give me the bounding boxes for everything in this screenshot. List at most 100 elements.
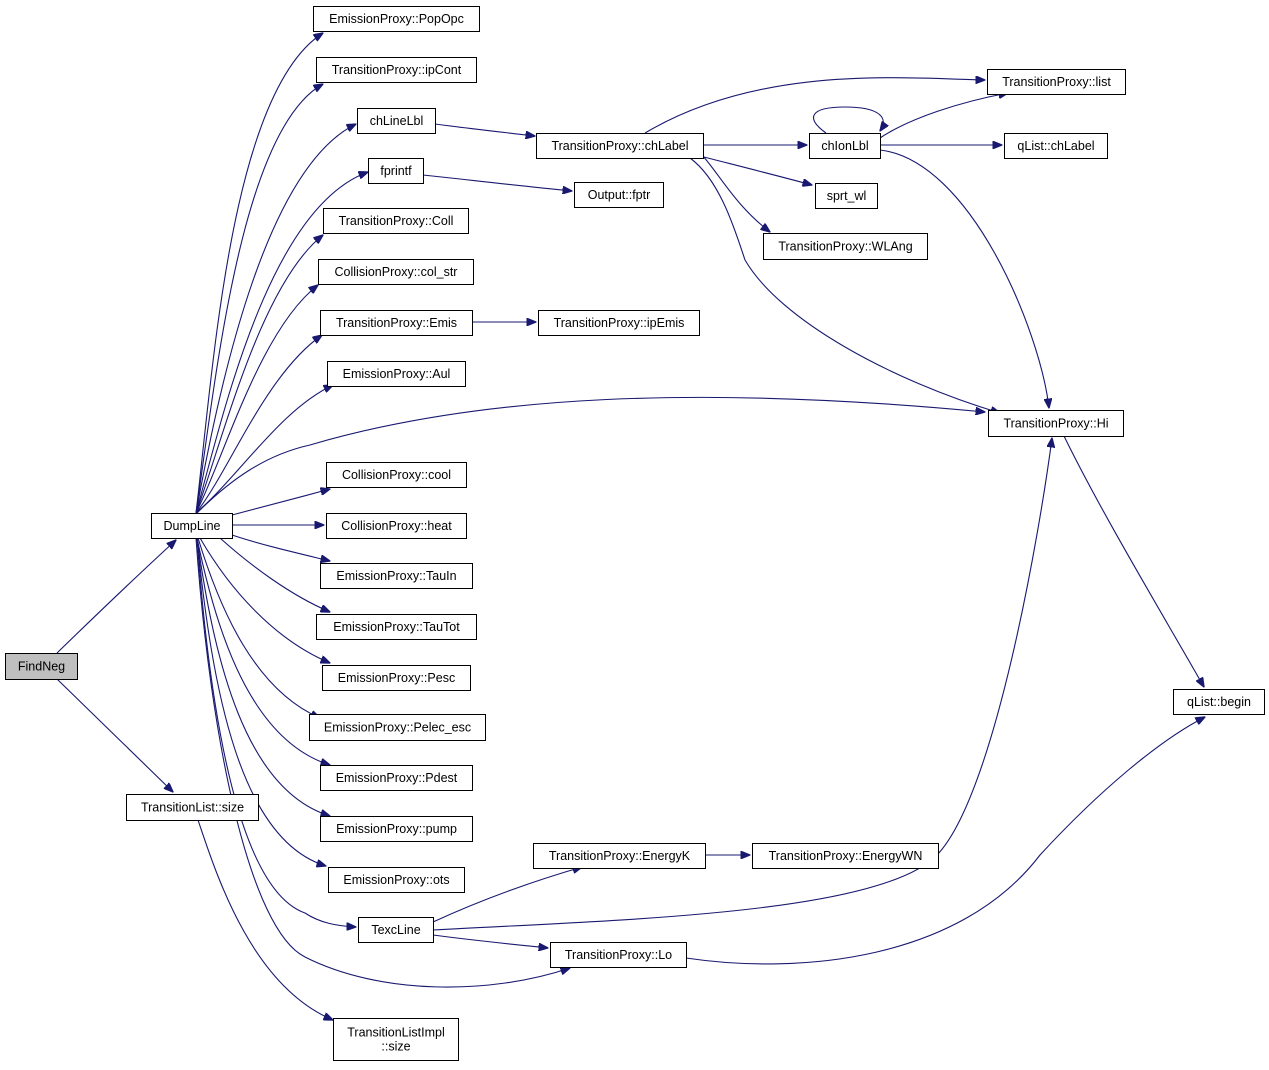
node-box[interactable] (752, 843, 939, 869)
node-TransitionList_size[interactable]: TransitionList::size (126, 794, 259, 821)
node-TransitionProxy_Coll[interactable]: TransitionProxy::Coll (323, 208, 469, 234)
node-CollisionProxy_heat[interactable]: CollisionProxy::heat (326, 513, 467, 539)
node-label: EmissionProxy::pump (336, 822, 457, 836)
node-box[interactable] (151, 513, 233, 539)
node-TransitionProxy_Hi[interactable]: TransitionProxy::Hi (988, 410, 1124, 437)
node-DumpLine[interactable]: DumpLine (151, 513, 233, 539)
node-TransitionProxy_ipCont[interactable]: TransitionProxy::ipCont (316, 57, 477, 83)
node-EmissionProxy_Aul[interactable]: EmissionProxy::Aul (327, 361, 466, 387)
node-box[interactable] (316, 614, 477, 640)
node-label: TransitionListImpl (347, 1026, 445, 1040)
node-box[interactable] (550, 942, 687, 968)
node-box[interactable] (1004, 133, 1108, 159)
node-chIonLbl[interactable]: chIonLbl (809, 133, 881, 159)
node-label: TransitionProxy::Coll (339, 214, 454, 228)
edge-fprintf-to-Output_fptr (422, 174, 572, 191)
node-EmissionProxy_Pelec_esc[interactable]: EmissionProxy::Pelec_esc (309, 714, 486, 741)
node-TransitionProxy_Emis[interactable]: TransitionProxy::Emis (320, 310, 473, 336)
node-TransitionProxy_EnergyK[interactable]: TransitionProxy::EnergyK (533, 843, 706, 869)
node-sprt_wl[interactable]: sprt_wl (815, 183, 878, 209)
node-label: TransitionProxy::Lo (565, 948, 672, 962)
edge-DumpLine-to-TransitionProxy_Lo (195, 537, 570, 988)
edge-DumpLine-to-TransitionProxy_Emis (195, 335, 322, 514)
node-label: ::size (381, 1040, 410, 1054)
node-box[interactable] (815, 183, 878, 209)
node-EmissionProxy_Pesc[interactable]: EmissionProxy::Pesc (322, 665, 471, 691)
node-box[interactable] (333, 1018, 459, 1061)
edge-TransitionProxy_chLabel-to-TransitionProxy_list (644, 78, 985, 134)
node-box[interactable] (357, 108, 436, 134)
node-box[interactable] (320, 563, 473, 589)
node-box[interactable] (988, 410, 1124, 437)
node-TransitionProxy_EnergyWN[interactable]: TransitionProxy::EnergyWN (752, 843, 939, 869)
node-box[interactable] (368, 158, 424, 184)
node-TransitionProxy_ipEmis[interactable]: TransitionProxy::ipEmis (538, 310, 700, 336)
node-box[interactable] (987, 69, 1126, 95)
node-EmissionProxy_Pdest[interactable]: EmissionProxy::Pdest (320, 765, 473, 791)
node-chLineLbl[interactable]: chLineLbl (357, 108, 436, 134)
node-qList_begin[interactable]: qList::begin (1173, 689, 1265, 715)
node-box[interactable] (358, 917, 434, 943)
node-EmissionProxy_PopOpc[interactable]: EmissionProxy::PopOpc (313, 6, 480, 32)
node-label: TransitionProxy::EnergyWN (769, 849, 923, 863)
node-CollisionProxy_cool[interactable]: CollisionProxy::cool (326, 462, 467, 488)
node-box[interactable] (316, 57, 477, 83)
edges-layer (56, 33, 1205, 1020)
node-box[interactable] (533, 843, 706, 869)
edge-TransitionProxy_chLabel-to-TransitionProxy_Hi (689, 157, 1000, 413)
node-label: EmissionProxy::PopOpc (329, 12, 464, 26)
node-box[interactable] (313, 6, 480, 32)
node-EmissionProxy_pump[interactable]: EmissionProxy::pump (320, 816, 473, 842)
node-label: DumpLine (164, 519, 221, 533)
node-EmissionProxy_TauTot[interactable]: EmissionProxy::TauTot (316, 614, 477, 640)
node-FindNeg[interactable]: FindNeg (5, 653, 78, 680)
node-EmissionProxy_ots[interactable]: EmissionProxy::ots (328, 867, 465, 893)
node-box[interactable] (1173, 689, 1265, 715)
node-label: CollisionProxy::cool (342, 468, 451, 482)
node-label: EmissionProxy::Pesc (338, 671, 455, 685)
node-box[interactable] (323, 208, 469, 234)
node-qList_chLabel[interactable]: qList::chLabel (1004, 133, 1108, 159)
edge-DumpLine-to-CollisionProxy_col_str (195, 285, 318, 514)
node-label: TransitionProxy::ipCont (332, 63, 462, 77)
node-box[interactable] (320, 765, 473, 791)
edge-TransitionProxy_chLabel-to-sprt_wl (699, 155, 812, 185)
node-box[interactable] (326, 513, 467, 539)
edge-FindNeg-to-TransitionList_size (56, 678, 173, 792)
node-box[interactable] (309, 714, 486, 741)
node-Output_fptr[interactable]: Output::fptr (574, 182, 664, 208)
edge-DumpLine-to-TransitionProxy_Hi (196, 396, 985, 514)
node-TexcLine[interactable]: TexcLine (358, 917, 434, 943)
node-box[interactable] (538, 310, 700, 336)
node-box[interactable] (763, 233, 928, 260)
node-TransitionListImpl_size[interactable]: TransitionListImpl::size (333, 1018, 459, 1061)
node-label: TexcLine (371, 923, 420, 937)
node-TransitionProxy_list[interactable]: TransitionProxy::list (987, 69, 1126, 95)
node-box[interactable] (5, 653, 78, 680)
node-box[interactable] (328, 867, 465, 893)
node-box[interactable] (574, 182, 664, 208)
node-label: EmissionProxy::Aul (343, 367, 451, 381)
node-label: sprt_wl (827, 189, 867, 203)
edge-DumpLine-to-TransitionProxy_Coll (195, 235, 323, 514)
node-TransitionProxy_chLabel[interactable]: TransitionProxy::chLabel (536, 133, 704, 159)
node-box[interactable] (326, 462, 467, 488)
node-box[interactable] (327, 361, 466, 387)
node-box[interactable] (318, 259, 474, 285)
node-CollisionProxy_col_str[interactable]: CollisionProxy::col_str (318, 259, 474, 285)
node-box[interactable] (320, 816, 473, 842)
node-box[interactable] (126, 794, 259, 821)
node-label: EmissionProxy::Pdest (336, 771, 458, 785)
node-label: chIonLbl (821, 139, 868, 153)
node-TransitionProxy_Lo[interactable]: TransitionProxy::Lo (550, 942, 687, 968)
node-box[interactable] (320, 310, 473, 336)
node-box[interactable] (322, 665, 471, 691)
node-box[interactable] (809, 133, 881, 159)
node-box[interactable] (536, 133, 704, 159)
node-fprintf[interactable]: fprintf (368, 158, 424, 184)
node-TransitionProxy_WLAng[interactable]: TransitionProxy::WLAng (763, 233, 928, 260)
edge-TransitionProxy_Hi-to-qList_begin (1063, 435, 1204, 687)
edge-DumpLine-to-EmissionProxy_PopOpc (195, 33, 323, 514)
node-label: EmissionProxy::ots (343, 873, 449, 887)
node-EmissionProxy_TauIn[interactable]: EmissionProxy::TauIn (320, 563, 473, 589)
